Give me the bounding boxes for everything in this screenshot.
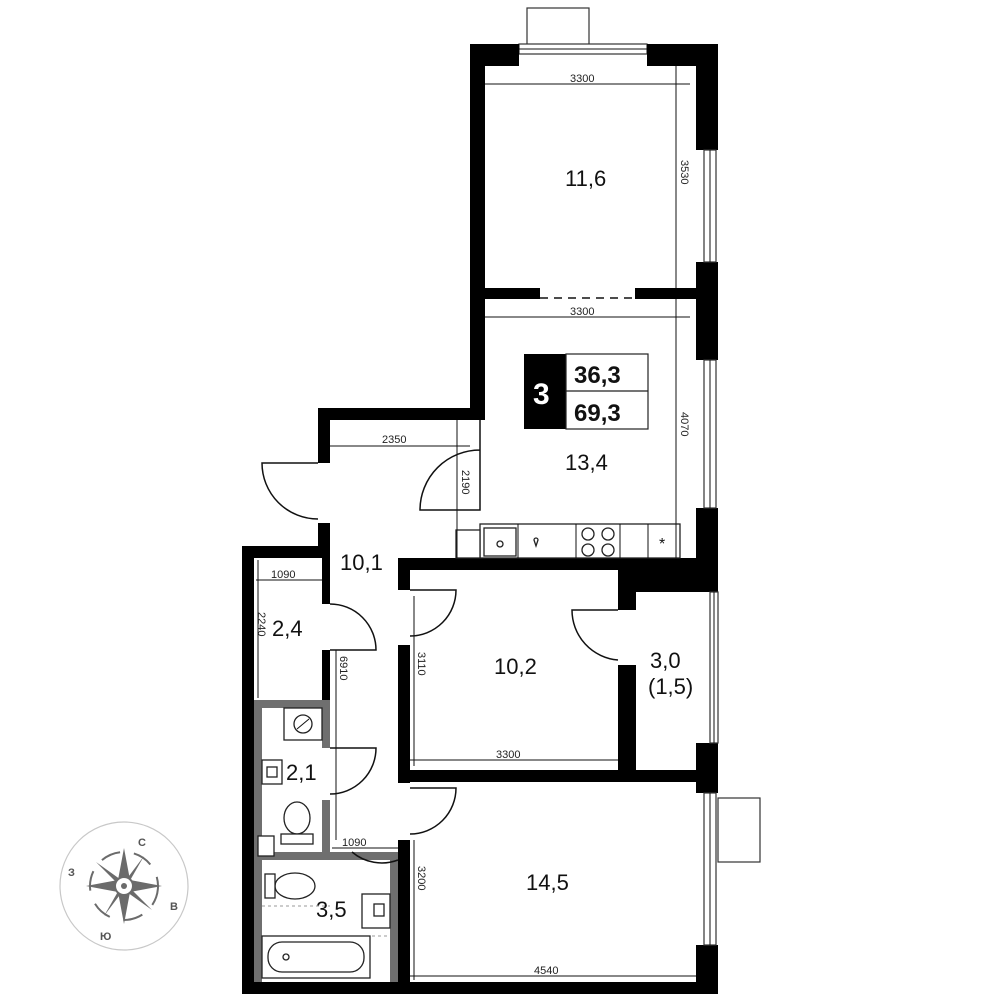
stove-icon — [581, 527, 615, 557]
dim-hall-door-depth: 2190 — [459, 470, 471, 494]
room-area-living-kitchen: 13,4 — [565, 450, 608, 475]
compass-south: Ю — [100, 931, 111, 943]
compass-rose-icon: С З В Ю — [59, 821, 189, 951]
room-area-bedroom-bottom: 14,5 — [526, 870, 569, 895]
top-window — [518, 7, 648, 55]
room-area-bedroom-middle: 10,2 — [494, 654, 537, 679]
total-area: 69,3 — [574, 400, 621, 427]
interior-walls — [254, 288, 696, 982]
compass-east: В — [170, 901, 178, 913]
dim-living-width: 3300 — [570, 306, 594, 318]
right-windows — [703, 149, 761, 946]
compass-north: С — [138, 837, 146, 849]
washing-machine-icon — [283, 707, 323, 741]
dimension-lines — [256, 66, 696, 980]
dim-hall-width: 2350 — [382, 434, 406, 446]
dim-corridor-length: 6910 — [337, 656, 349, 680]
dim-closet-height: 2240 — [255, 612, 267, 636]
room-area-toilet: 2,1 — [286, 760, 317, 785]
area-badge: 3 36,3 69,3 — [524, 353, 649, 430]
dim-bath-width: 1090 — [342, 837, 366, 849]
dim-top-height: 3530 — [678, 160, 690, 184]
dim-bottom-width: 4540 — [534, 965, 558, 977]
sink-icon — [483, 527, 517, 557]
living-area: 36,3 — [574, 362, 621, 389]
sink-icon-bath — [361, 893, 391, 929]
compass-west: З — [68, 867, 75, 879]
room-area-balcony-sub: (1,5) — [648, 674, 693, 699]
room-labels: 11,6 13,4 10,1 2,4 2,1 3,5 10,2 3,0 (1,5… — [272, 166, 693, 922]
room-area-hallway: 10,1 — [340, 550, 383, 575]
sink-icon-wc — [261, 759, 283, 785]
dim-living-height: 4070 — [678, 412, 690, 436]
dimension-labels: 3300 3530 3300 4070 2350 2190 1090 2240 … — [255, 73, 690, 977]
toilet-icon-bath — [264, 872, 316, 900]
room-area-bedroom-top: 11,6 — [565, 166, 606, 191]
dim-mid-width: 3300 — [496, 749, 520, 761]
bathtub-icon — [261, 935, 371, 979]
outer-walls — [242, 44, 718, 994]
dim-closet-width: 1090 — [271, 569, 295, 581]
shaft — [257, 835, 275, 857]
kitchen-counter: * — [455, 523, 681, 559]
dim-mid-height: 3110 — [415, 652, 427, 676]
room-area-bathroom: 3,5 — [316, 897, 347, 922]
svg-text:*: * — [659, 536, 665, 553]
doors — [261, 420, 619, 864]
room-area-balcony: 3,0 — [650, 648, 681, 673]
dim-top-width: 3300 — [570, 73, 594, 85]
room-area-closet: 2,4 — [272, 616, 303, 641]
toilet-icon — [280, 801, 314, 845]
room-count: 3 — [533, 378, 550, 411]
dim-bottom-height: 3200 — [415, 866, 427, 890]
